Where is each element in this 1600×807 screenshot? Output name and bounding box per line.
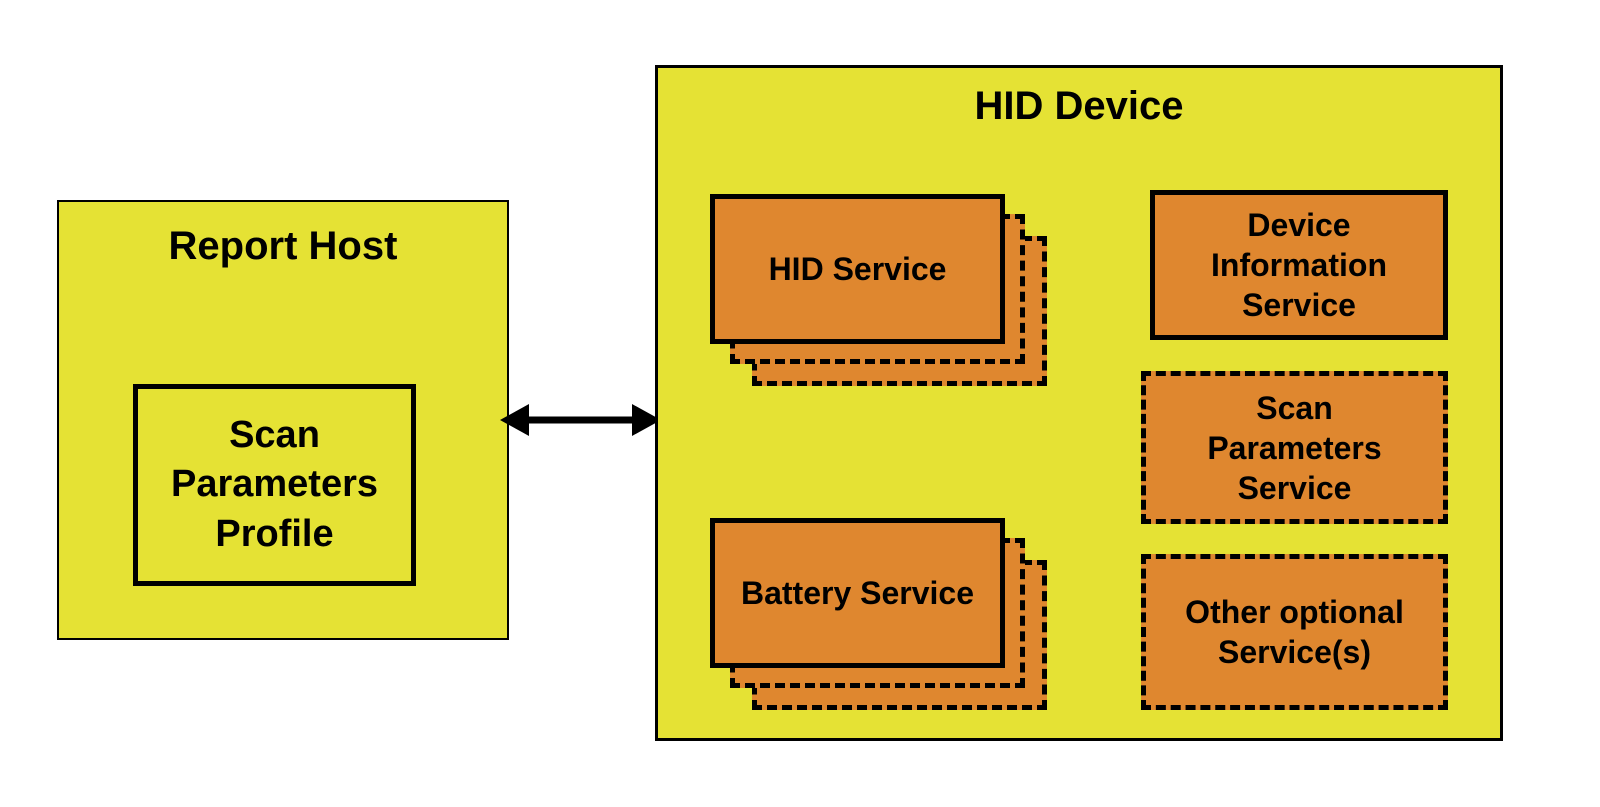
scan-parameters-profile-label: Scan Parameters Profile (170, 413, 379, 555)
scan-parameters-profile-box: Scan Parameters Profile (133, 384, 416, 586)
other-optional-services-box: Other optional Service(s) (1141, 554, 1448, 710)
hid-device-title: HID Device (974, 84, 1184, 128)
bidirectional-arrow (500, 404, 661, 436)
hid-service-label: HID Service (768, 251, 947, 287)
scan-parameters-service-box: Scan Parameters Service (1141, 371, 1448, 524)
device-information-service-box: Device Information Service (1150, 190, 1448, 340)
arrow-head-right (632, 404, 661, 436)
hid-device-box: HID Device HID Service Battery Service D… (655, 65, 1503, 741)
device-information-service-label: Device Information Service (1211, 207, 1387, 323)
scan-parameters-service-label: Scan Parameters Service (1207, 389, 1382, 506)
report-host-box: Report Host Scan Parameters Profile (57, 200, 509, 640)
battery-service-label: Battery Service (740, 575, 975, 611)
battery-service-box: Battery Service (710, 518, 1005, 668)
hid-service-box: HID Service (710, 194, 1005, 344)
report-host-title: Report Host (168, 224, 398, 268)
hid-service-stack: HID Service (710, 194, 1055, 394)
arrow-head-left (500, 404, 529, 436)
battery-service-stack: Battery Service (710, 518, 1055, 718)
other-optional-services-label: Other optional Service(s) (1185, 594, 1404, 670)
